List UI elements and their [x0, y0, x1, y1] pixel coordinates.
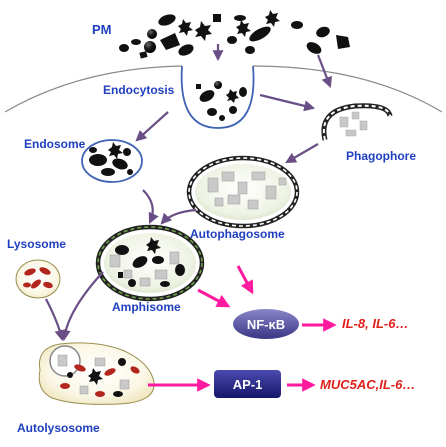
label-lysosome: Lysosome: [7, 237, 66, 251]
label-endosome: Endosome: [24, 137, 86, 151]
label-endocytosis: Endocytosis: [103, 83, 175, 97]
ap1-targets: MUC5AC,IL-6…: [320, 377, 416, 392]
ap1-label: AP-1: [232, 376, 263, 392]
nfkb-shape: [233, 309, 299, 339]
autophagosome: [186, 155, 300, 229]
ap1-shape: [214, 370, 281, 398]
phagophore: [321, 103, 393, 141]
nfkb-label: NF-κB: [246, 316, 286, 332]
pit-particles: [196, 81, 247, 121]
autolysosome: [38, 342, 155, 405]
signaling-arrows: [148, 265, 337, 392]
pathway-arrows: [45, 44, 332, 342]
endosome: [81, 139, 143, 183]
label-phagophore: Phagophore: [346, 149, 417, 163]
label-pm: PM: [92, 22, 112, 37]
label-amphisome: Amphisome: [112, 300, 181, 314]
lysosome: [15, 259, 61, 299]
extracellular-particles: [119, 10, 350, 59]
nfkb-targets: IL-8, IL-6…: [342, 316, 409, 331]
amphisome: [95, 224, 205, 302]
label-autolysosome: Autolysosome: [17, 421, 100, 435]
label-autophagosome: Autophagosome: [190, 227, 285, 241]
